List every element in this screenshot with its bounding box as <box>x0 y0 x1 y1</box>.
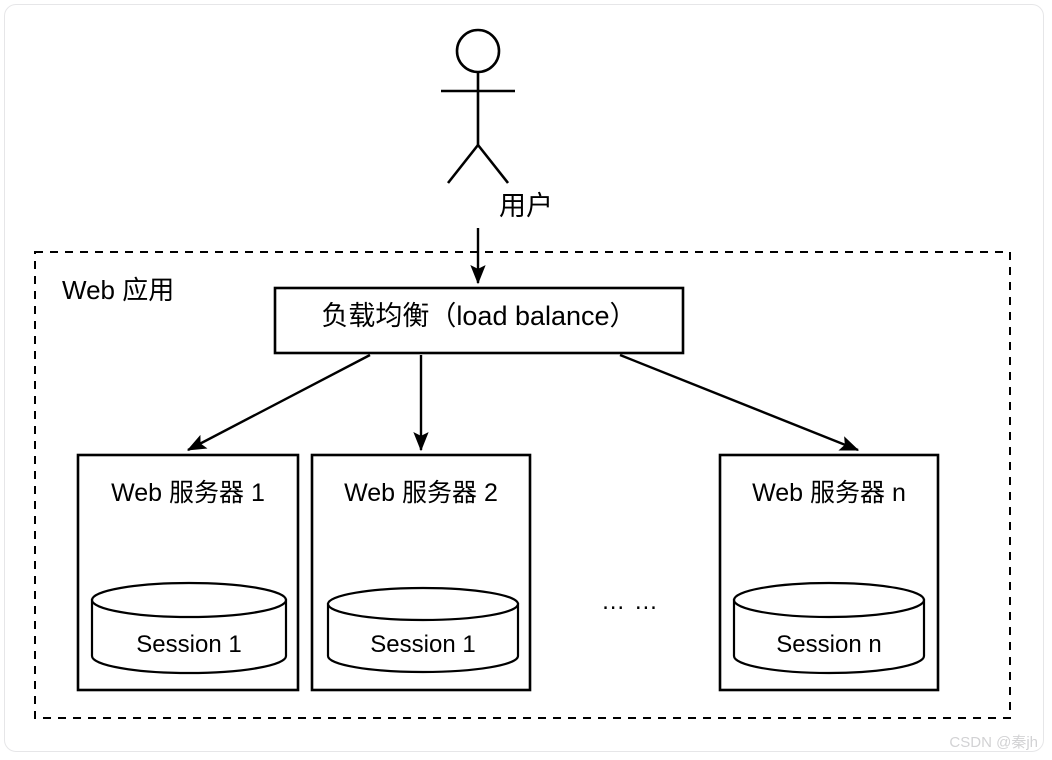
session-2-label: Session 1 <box>370 631 476 658</box>
servers-ellipsis: … … <box>601 588 659 615</box>
server-2-title: Web 服务器 2 <box>344 479 498 507</box>
watermark: CSDN @秦jh <box>949 734 1038 751</box>
actor-stick-figure <box>441 28 515 184</box>
session-n-label: Session n <box>776 631 882 658</box>
session-1-label: Session 1 <box>136 631 242 658</box>
session-cylinder-1 <box>90 581 288 675</box>
arrow-lb-to-server-1 <box>186 353 371 452</box>
session-cylinder-n <box>732 581 926 675</box>
server-1-title: Web 服务器 1 <box>111 479 265 507</box>
arrow-lb-to-server-n <box>619 353 860 452</box>
webapp-container-dashed <box>34 251 1011 719</box>
load-balancer-label: 负载均衡（load balance） <box>321 301 637 331</box>
server-n-title: Web 服务器 n <box>752 479 906 507</box>
load-balancer-box <box>273 286 685 355</box>
webapp-container-label: Web 应用 <box>62 275 175 305</box>
session-cylinder-2 <box>326 586 520 674</box>
actor-label: 用户 <box>499 191 553 221</box>
